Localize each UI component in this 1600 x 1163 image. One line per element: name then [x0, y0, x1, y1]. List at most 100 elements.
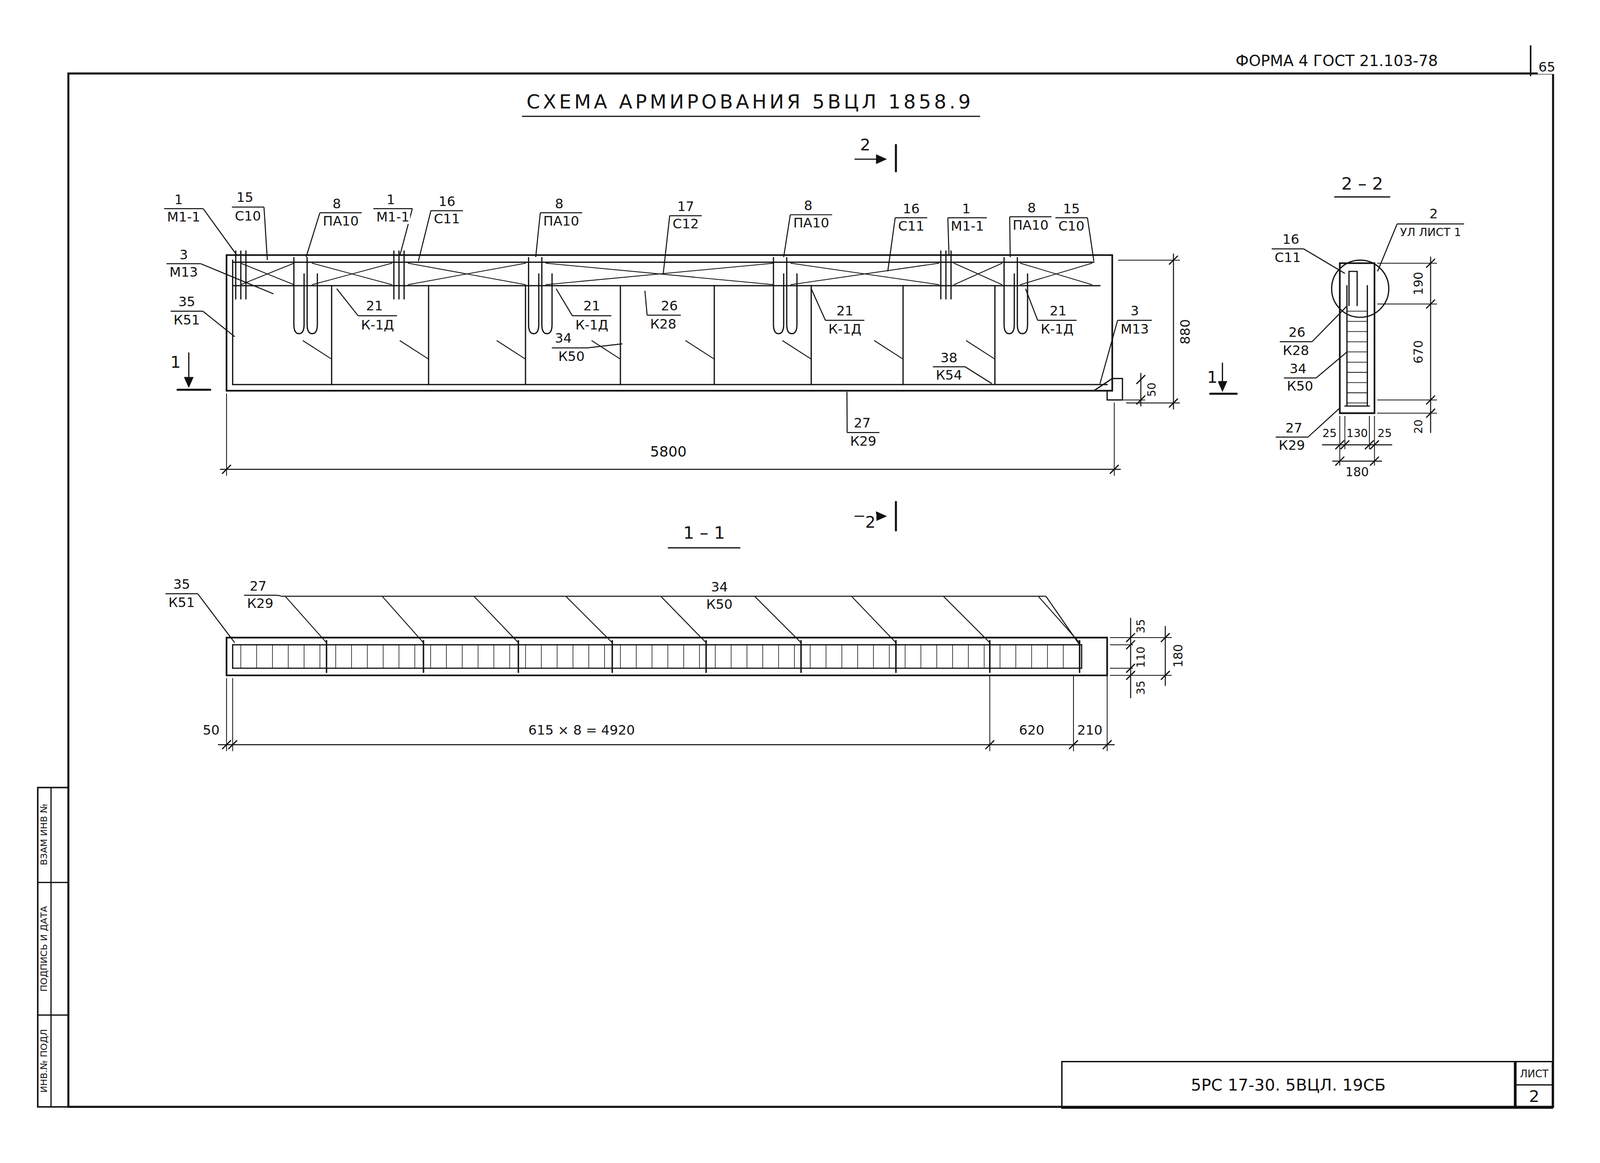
mesh-diagonal [496, 340, 526, 360]
fine-rib [778, 645, 779, 669]
mesh-rung [1347, 310, 1368, 312]
mesh-diagonal [240, 263, 294, 285]
fine-rib [588, 645, 589, 669]
drawing-label: 25 [1376, 428, 1393, 440]
callout-bar [1397, 223, 1465, 225]
fine-rib [398, 645, 400, 669]
mesh-diagonal [546, 263, 774, 285]
drawing-label: 2 [859, 136, 872, 154]
leader-line [263, 206, 268, 260]
dimension-line [1164, 626, 1166, 686]
dimension-tick [1136, 375, 1146, 384]
extension-line [232, 678, 233, 752]
mesh-diagonal [1020, 263, 1093, 285]
dimension-label: 190 [1412, 271, 1425, 297]
fine-rib [841, 645, 842, 669]
leader-line [887, 217, 896, 272]
arrow-head [184, 377, 193, 387]
fine-rib [1031, 645, 1032, 669]
dimension-label: 35 [1135, 618, 1147, 635]
callout-bar [552, 347, 588, 349]
fine-rib [319, 645, 320, 669]
leader-line [535, 212, 541, 258]
dimension-tick [1370, 457, 1379, 466]
drawing-label: 34 [710, 581, 729, 595]
drawing-label: ПА10 [542, 214, 581, 228]
dimension-line [1172, 253, 1174, 409]
drawing-label: 21 [1048, 304, 1068, 318]
mesh-rung [1347, 361, 1368, 363]
drawing-label: 26 [1287, 325, 1307, 340]
mesh-diagonal [591, 340, 621, 360]
anchor-bar [950, 251, 952, 300]
callout-bar [947, 217, 987, 219]
leader-line [1303, 248, 1345, 274]
drawing-label: ПА10 [321, 214, 360, 228]
document-code: 5РС 17-30. 5ВЦЛ. 19СБ [1190, 1077, 1386, 1094]
leader-line [587, 343, 623, 348]
anchor-bar [393, 251, 395, 300]
drawing-label: 5800 [649, 444, 688, 460]
stirrup-line [517, 640, 520, 673]
drawing-label: 16 [1281, 233, 1301, 247]
dimension-label: ПОДПИСЬ И ДАТА [39, 905, 49, 993]
stirrup-line [428, 285, 430, 385]
drawing-label: М13 [1119, 322, 1150, 336]
anchor-bar [240, 251, 242, 300]
dimension-tick [1335, 457, 1344, 466]
extension-line [1377, 399, 1437, 401]
dimension-line [1429, 257, 1431, 433]
drawing-label: 8 [331, 197, 342, 211]
extension-line [1110, 644, 1133, 646]
fine-rib [430, 645, 431, 669]
leader-line [418, 210, 432, 262]
fine-rib [350, 645, 352, 669]
leader-line [556, 289, 573, 316]
stirrup-line [422, 640, 424, 673]
mesh-rung [1347, 402, 1368, 404]
mesh-diagonal [407, 263, 526, 285]
sheet-number: 2 [1528, 1085, 1540, 1109]
dimension-label: ИНВ.№ ПОДЛ [39, 1028, 49, 1095]
fine-rib [240, 645, 242, 669]
rebar-line [232, 261, 1094, 264]
stirrup-line [619, 285, 622, 385]
drawing-label: 65 [1537, 60, 1557, 74]
lifting-loop [1004, 257, 1015, 334]
fine-rib [461, 645, 463, 669]
leader-line [1009, 216, 1011, 258]
detail-circle [1331, 260, 1389, 318]
mesh-diagonal [685, 340, 715, 360]
extension-line [1118, 259, 1180, 261]
fine-rib [604, 645, 605, 669]
fine-rib [888, 645, 890, 669]
drawing-label: 615 × 8 = 4920 [527, 723, 636, 738]
fine-rib [746, 645, 748, 669]
drawing-label: 180 [1344, 466, 1370, 479]
mesh-diagonal [312, 263, 393, 285]
fine-rib [572, 645, 573, 669]
rebar-line [232, 645, 234, 669]
drawing-label: 35 [177, 295, 197, 309]
extension-line [1377, 412, 1437, 414]
drawing-label: К-1Д [360, 319, 395, 333]
extension-line [1106, 675, 1108, 752]
dimension-label: 880 [1179, 318, 1193, 346]
rebar-line [1080, 645, 1083, 669]
mesh-diagonal [954, 263, 1002, 285]
leader-line [851, 597, 896, 644]
fine-rib [619, 645, 621, 669]
fine-rib [335, 645, 336, 669]
arrow-head [876, 512, 886, 521]
stirrup-line [895, 640, 897, 673]
leader-line [965, 366, 992, 384]
callout-bar [647, 314, 682, 316]
leader-line [306, 212, 320, 258]
fine-rib [635, 645, 637, 669]
dimension-tick [1161, 671, 1170, 680]
leader-line [202, 311, 235, 337]
drawing-label: 26 [660, 299, 679, 313]
drawing-label: 15 [1062, 202, 1081, 216]
section-title-underline [668, 547, 740, 549]
